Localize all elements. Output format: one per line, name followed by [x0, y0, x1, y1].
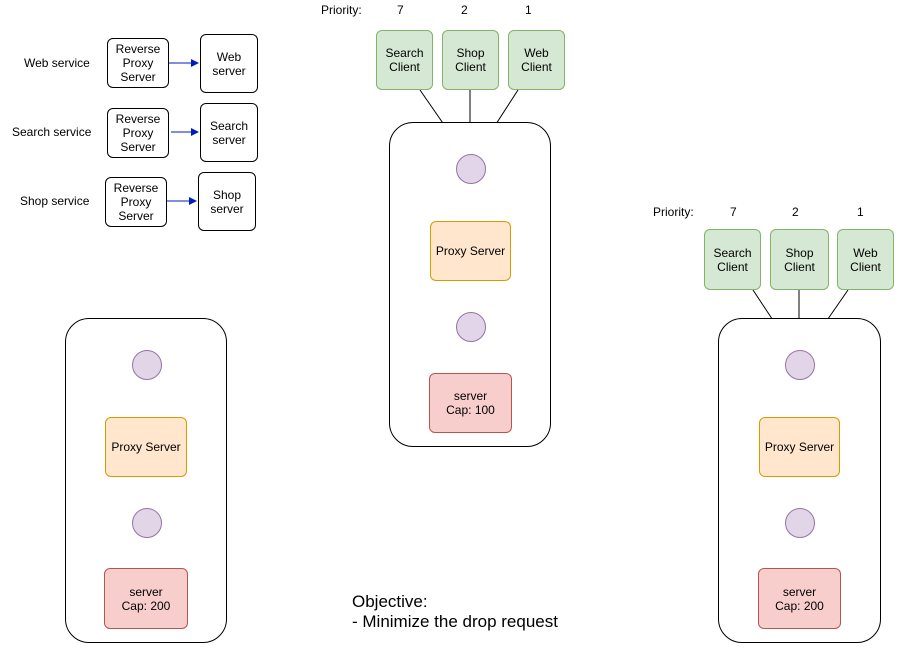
middle-shop-client: Shop Client — [442, 30, 499, 90]
left-server: server Cap: 200 — [104, 568, 188, 629]
right-server-queue — [785, 508, 815, 538]
left-proxy-server: Proxy Server — [105, 417, 187, 477]
right-web-client: Web Client — [837, 229, 894, 290]
middle-priority-label: Priority: — [321, 3, 362, 17]
legend-service-label-shop: Shop service — [20, 194, 90, 208]
right-priority-search: 7 — [730, 205, 737, 219]
objective-text: Objective: - Minimize the drop request — [352, 592, 558, 632]
legend-proxy-box-web: Reverse Proxy Server — [107, 38, 169, 88]
legend-service-label-search: Search service — [12, 125, 92, 139]
middle-web-client: Web Client — [508, 30, 565, 90]
middle-client-queue — [456, 154, 486, 184]
right-priority-shop: 2 — [792, 205, 799, 219]
legend-proxy-box-search: Reverse Proxy Server — [107, 108, 169, 158]
middle-priority-search: 7 — [397, 3, 404, 17]
right-server: server Cap: 200 — [758, 568, 841, 629]
left-client-queue — [132, 350, 162, 380]
middle-priority-shop: 2 — [461, 3, 468, 17]
objective-title: Objective: — [352, 592, 428, 611]
objective-item: - Minimize the drop request — [352, 612, 558, 631]
legend-server-box-web: Web server — [200, 34, 258, 93]
middle-server: server Cap: 100 — [429, 373, 512, 433]
legend-server-box-search: Search server — [200, 103, 258, 162]
legend-service-label-web: Web service — [24, 56, 90, 70]
right-shop-client: Shop Client — [770, 229, 829, 290]
right-priority-label: Priority: — [653, 205, 694, 219]
left-server-queue — [132, 508, 162, 538]
middle-search-client: Search Client — [376, 30, 433, 90]
right-priority-web: 1 — [857, 205, 864, 219]
right-proxy-server: Proxy Server — [759, 417, 840, 477]
right-client-queue — [785, 350, 815, 380]
legend-proxy-box-shop: Reverse Proxy Server — [105, 177, 167, 227]
legend-server-box-shop: Shop server — [198, 172, 256, 231]
middle-proxy-server: Proxy Server — [430, 221, 511, 281]
middle-priority-web: 1 — [525, 3, 532, 17]
middle-server-queue — [456, 312, 486, 342]
right-search-client: Search Client — [704, 229, 761, 290]
